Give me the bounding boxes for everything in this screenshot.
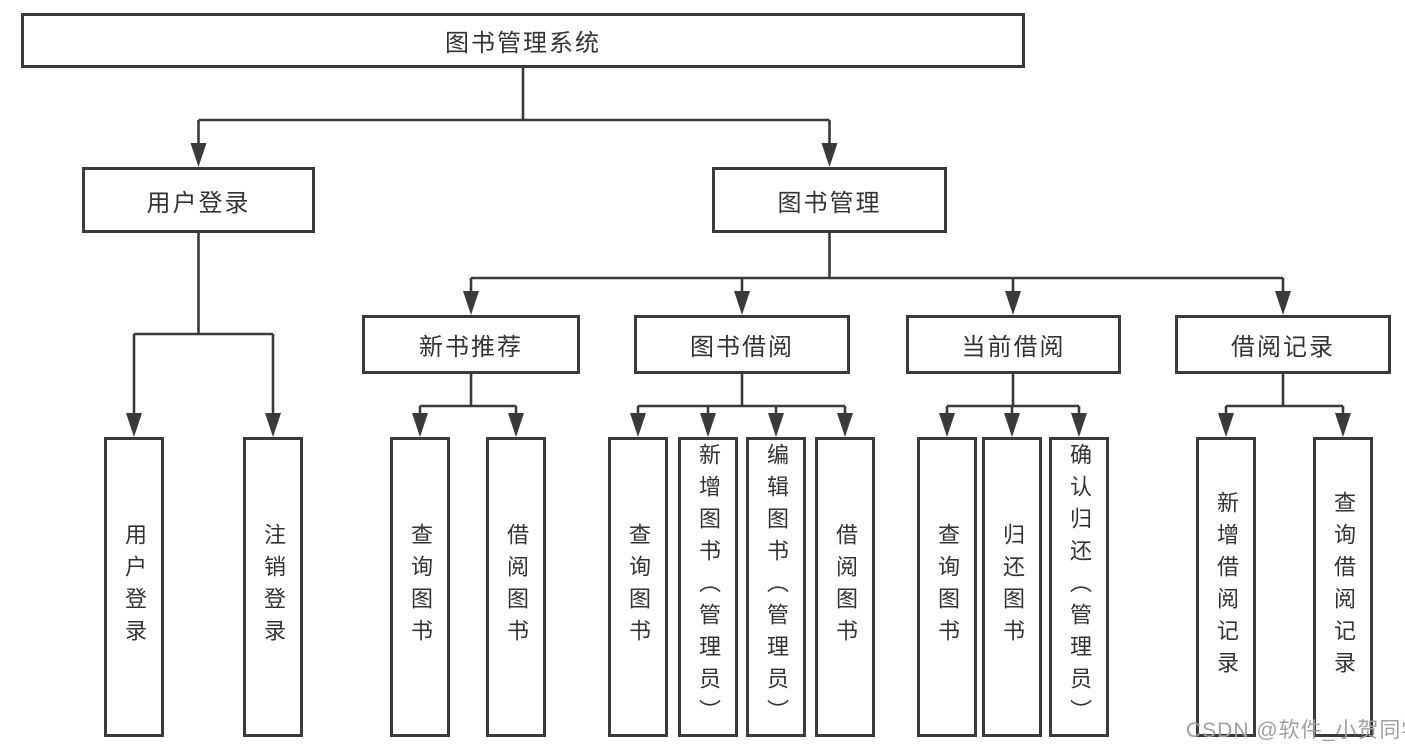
leaf-label: 查询图书 [935, 523, 960, 651]
csdn-watermark: CSDN @软件_小贺同学 [1186, 719, 1405, 742]
leaf-user-login: 用户登录 [104, 437, 164, 737]
node-new-book-recommend: 新书推荐 [362, 315, 580, 374]
node-label: 借阅记录 [1231, 334, 1335, 361]
node-user-login-group: 用户登录 [82, 167, 315, 233]
leaf-edit-books-admin: 编辑图书（管理员） [746, 437, 806, 737]
leaf-add-books-admin: 新增图书（管理员） [678, 437, 738, 737]
leaf-add-borrow-record: 新增借阅记录 [1196, 437, 1256, 737]
leaf-label: 查询图书 [408, 523, 433, 651]
leaf-label: 借阅图书 [833, 523, 858, 651]
leaf-label: 查询借阅记录 [1331, 491, 1356, 683]
node-label: 用户登录 [146, 189, 251, 217]
node-label: 当前借阅 [961, 334, 1066, 361]
leaf-borrow-books: 借阅图书 [815, 437, 875, 737]
leaf-borrow-books-recommend: 借阅图书 [486, 437, 546, 737]
leaf-label: 新增借阅记录 [1214, 491, 1239, 683]
leaf-label: 注销登录 [261, 523, 286, 651]
leaf-logout: 注销登录 [243, 437, 303, 737]
node-label: 图书管理系统 [445, 30, 601, 57]
leaf-confirm-return-admin: 确认归还（管理员） [1049, 437, 1109, 737]
leaf-query-books-borrow: 查询图书 [608, 437, 668, 737]
node-book-management-group: 图书管理 [712, 167, 947, 233]
leaf-label: 借阅图书 [504, 523, 529, 651]
node-borrow-records: 借阅记录 [1175, 315, 1391, 374]
leaf-return-books: 归还图书 [982, 437, 1042, 737]
leaf-query-books-recommend: 查询图书 [390, 437, 450, 737]
leaf-label: 归还图书 [1000, 523, 1025, 651]
node-label: 新书推荐 [419, 334, 523, 361]
node-label: 图书管理 [777, 189, 882, 217]
leaf-label: 确认归还（管理员） [1067, 443, 1092, 731]
leaf-label: 编辑图书（管理员） [764, 443, 789, 731]
leaf-label: 用户登录 [122, 523, 147, 651]
leaf-query-borrow-record: 查询借阅记录 [1313, 437, 1373, 737]
leaf-label: 新增图书（管理员） [696, 443, 721, 731]
node-current-borrow: 当前借阅 [906, 315, 1121, 374]
node-library-management-system: 图书管理系统 [21, 13, 1025, 68]
leaf-label: 查询图书 [626, 523, 651, 651]
node-book-borrow: 图书借阅 [634, 315, 850, 374]
leaf-query-books-current: 查询图书 [917, 437, 977, 737]
node-label: 图书借阅 [690, 334, 794, 361]
arrowheads [126, 143, 1351, 437]
